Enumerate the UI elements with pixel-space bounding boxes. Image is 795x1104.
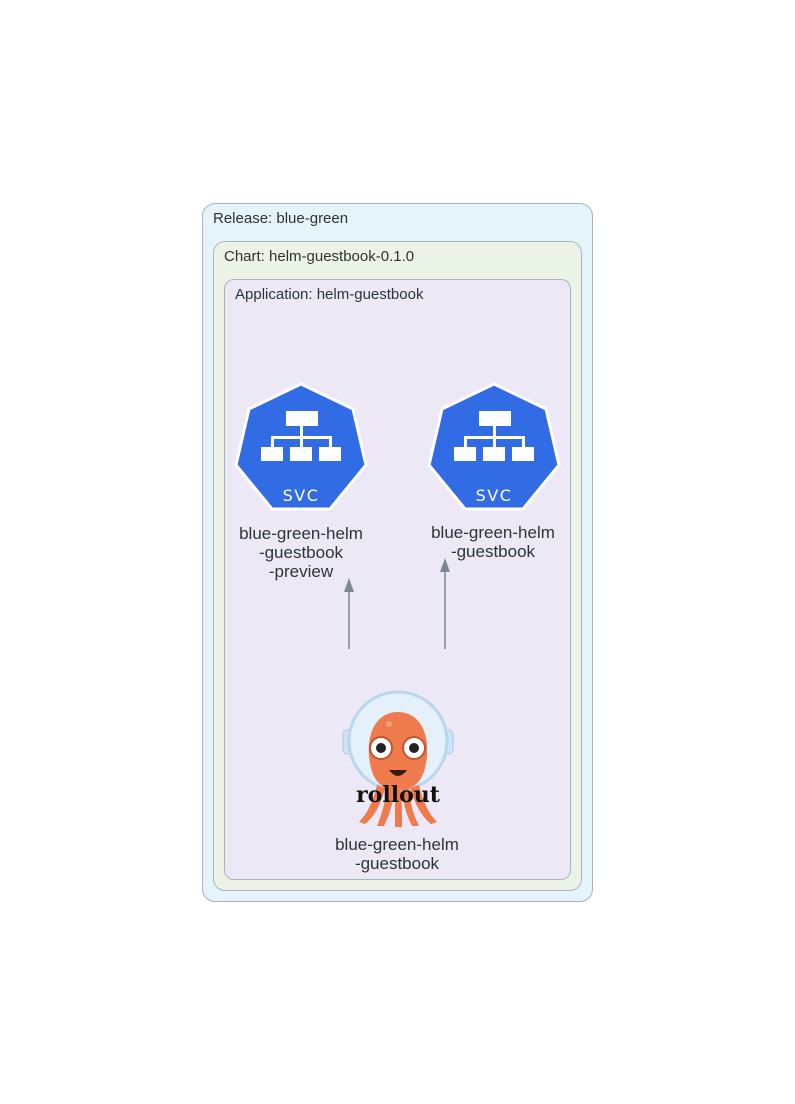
kubernetes-svc-icon[interactable]: SVC xyxy=(426,381,562,513)
rollout-label-line: blue-green-helm xyxy=(335,835,459,854)
svc-active-label: blue-green-helm -guestbook xyxy=(413,523,573,561)
svc-preview-label-line: -guestbook xyxy=(258,543,344,562)
argo-rollout-icon[interactable]: rollout xyxy=(337,690,459,830)
application-cluster-label: Application: helm-guestbook xyxy=(235,286,424,303)
svc-preview-label: blue-green-helm -guestbook -preview xyxy=(221,524,381,581)
chart-cluster-label: Chart: helm-guestbook-0.1.0 xyxy=(224,248,415,265)
svc-preview-label-line: blue-green-helm xyxy=(239,524,363,543)
rollout-label: blue-green-helm -guestbook xyxy=(317,835,477,873)
rollout-icon-text: rollout xyxy=(356,782,441,808)
release-cluster-label: Release: blue-green xyxy=(213,210,349,227)
svc-active-label-line: blue-green-helm xyxy=(431,523,555,542)
svc-preview-label-line: -preview xyxy=(268,562,334,581)
svc-icon-text: SVC xyxy=(283,486,320,505)
svc-active-label-line: -guestbook xyxy=(450,542,536,561)
rollout-label-line: -guestbook xyxy=(354,854,440,873)
kubernetes-svc-icon[interactable]: SVC xyxy=(233,381,369,513)
edge-rollout-to-svc-preview xyxy=(344,578,354,649)
edge-rollout-to-svc-active xyxy=(440,558,450,649)
svc-icon-text: SVC xyxy=(476,486,513,505)
